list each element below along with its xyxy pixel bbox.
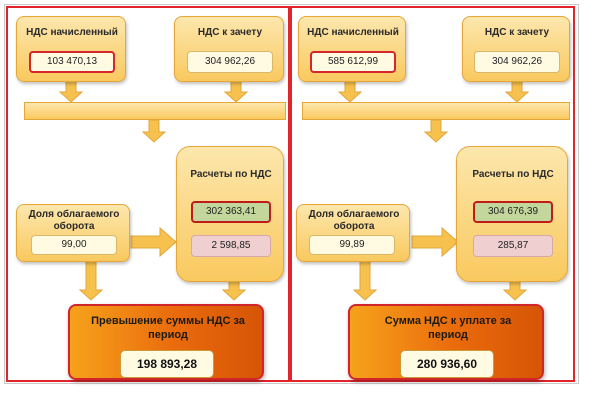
vat-offset-label: НДС к зачету: [484, 27, 550, 38]
result-label: Превышение суммы НДС за период: [91, 315, 245, 341]
vat-settlements-box: Расчеты по НДС 302 363,41 2 598,85: [176, 146, 284, 282]
vat-settlements-label: Расчеты по НДС: [190, 169, 272, 180]
vat-settlements-secondary-field[interactable]: 285,87: [473, 235, 553, 257]
taxable-share-field[interactable]: 99,00: [31, 235, 117, 255]
vat-settlements-main-field[interactable]: 304 676,39: [473, 201, 553, 223]
result-box: Превышение суммы НДС за период 198 893,2…: [68, 304, 264, 380]
result-label: Сумма НДС к уплате за период: [384, 315, 512, 341]
taxable-share-box: Доля облагаемого оборота 99,89: [296, 204, 410, 262]
vat-offset-field[interactable]: 304 962,26: [474, 51, 560, 73]
vat-offset-label: НДС к зачету: [197, 27, 263, 38]
taxable-share-box: Доля облагаемого оборота 99,00: [16, 204, 130, 262]
vat-accrued-box: НДС начисленный 585 612,99: [298, 16, 406, 82]
right-panel: НДС начисленный 585 612,99 НДС к зачету …: [290, 6, 575, 382]
right-arrows: [337, 79, 530, 301]
vat-accrued-label: НДС начисленный: [307, 27, 399, 38]
vat-accrued-box: НДС начисленный 103 470,13: [16, 16, 126, 82]
vat-offset-box: НДС к зачету 304 962,26: [174, 16, 284, 82]
vat-settlements-secondary-field[interactable]: 2 598,85: [191, 235, 271, 257]
vat-accrued-label: НДС начисленный: [26, 27, 118, 38]
result-value[interactable]: 198 893,28: [120, 350, 214, 378]
vat-settlements-label: Расчеты по НДС: [472, 169, 554, 180]
taxable-share-label: Доля облагаемого оборота: [28, 209, 120, 232]
taxable-share-field[interactable]: 99,89: [309, 235, 395, 255]
merge-bar: [302, 102, 570, 120]
vat-offset-box: НДС к зачету 304 962,26: [462, 16, 570, 82]
result-box: Сумма НДС к уплате за период 280 936,60: [348, 304, 544, 380]
left-panel: НДС начисленный 103 470,13 НДС к зачету …: [6, 6, 290, 382]
vat-settlements-box: Расчеты по НДС 304 676,39 285,87: [456, 146, 568, 282]
vat-settlements-main-field[interactable]: 302 363,41: [191, 201, 271, 223]
vat-offset-field[interactable]: 304 962,26: [187, 51, 273, 73]
vat-accrued-field[interactable]: 103 470,13: [29, 51, 115, 73]
taxable-share-label: Доля облагаемого оборота: [308, 209, 400, 232]
left-arrows: [58, 79, 249, 301]
result-value[interactable]: 280 936,60: [400, 350, 494, 378]
merge-bar: [24, 102, 286, 120]
vat-accrued-field[interactable]: 585 612,99: [310, 51, 396, 73]
